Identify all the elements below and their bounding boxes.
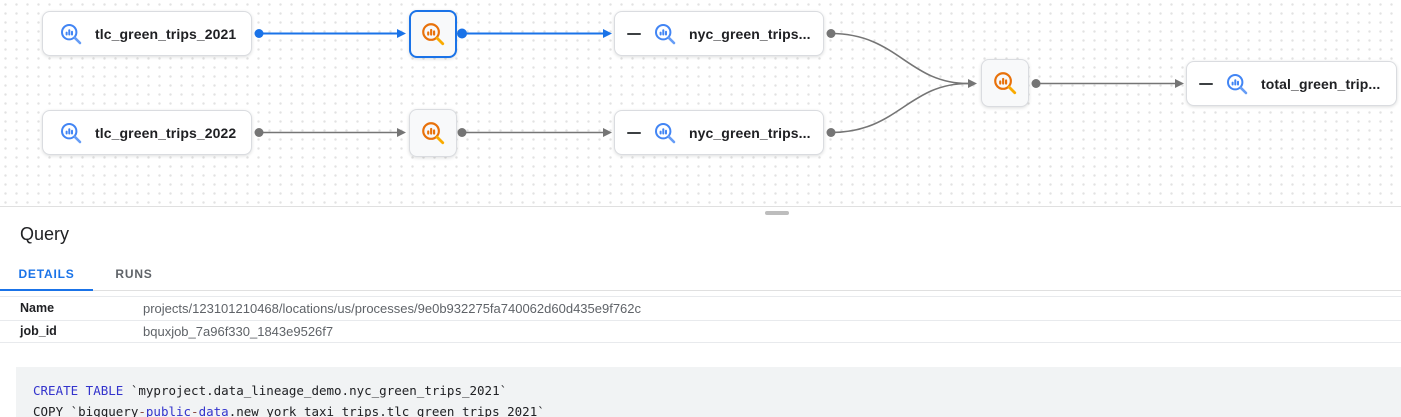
edge-tlc2021-to-process (254, 29, 406, 38)
sql-token: - (191, 404, 199, 417)
collapse-columns-button[interactable] (1199, 72, 1213, 96)
bigquery-table-icon (59, 121, 83, 145)
sql-line-2: COPY `bigquery-public-data.new_york_taxi… (33, 401, 1401, 417)
minus-icon (627, 131, 641, 134)
edge-merge-to-total (1031, 79, 1184, 88)
node-label: nyc_green_trips... (689, 124, 811, 141)
table-node-tlc-green-trips-2022[interactable]: tlc_green_trips_2022 (42, 110, 252, 155)
collapse-columns-button[interactable] (627, 22, 641, 46)
edge-nyc2022-to-merge (826, 79, 977, 137)
table-node-total-green-trips[interactable]: total_green_trip... (1186, 61, 1397, 106)
node-label: total_green_trip... (1261, 75, 1381, 92)
lineage-edges (254, 28, 1184, 137)
lineage-graph-canvas[interactable]: tlc_green_trips_2021 (0, 0, 1401, 207)
details-panel: Query DETAILS RUNS Name projects/1231012… (0, 207, 1401, 417)
bigquery-table-icon (653, 22, 677, 46)
sql-code-block: CREATE TABLE `myproject.data_lineage_dem… (16, 367, 1401, 417)
collapse-columns-button[interactable] (627, 121, 641, 145)
panel-title: Query (20, 224, 70, 244)
tab-runs[interactable]: RUNS (115, 266, 153, 281)
edge-nyc2021-to-merge (826, 29, 969, 85)
bigquery-job-icon (420, 21, 446, 47)
table-row-job-id: job_id bquxjob_7a96f330_1843e9526f7 (0, 319, 1401, 343)
table-node-nyc-green-trips-2022[interactable]: nyc_green_trips... (614, 110, 824, 155)
bigquery-table-icon (653, 121, 677, 145)
process-node-merge[interactable] (981, 59, 1029, 107)
panel-resize-handle[interactable] (765, 211, 789, 215)
node-label: tlc_green_trips_2021 (95, 25, 237, 42)
bigquery-table-icon (1225, 72, 1249, 96)
row-value: projects/123101210468/locations/us/proce… (143, 300, 642, 316)
sql-token: public (145, 404, 192, 417)
row-value: bquxjob_7a96f330_1843e9526f7 (143, 323, 334, 339)
sql-line-1: CREATE TABLE `myproject.data_lineage_dem… (33, 380, 1401, 401)
sql-token: - (138, 404, 146, 417)
edge-tlc2022-to-process (254, 128, 406, 137)
bigquery-table-icon (59, 22, 83, 46)
panel-tabs: DETAILS RUNS (0, 258, 1401, 291)
sql-token: COPY `bigquery (33, 404, 139, 417)
table-node-nyc-green-trips-2021[interactable]: nyc_green_trips... (614, 11, 824, 56)
process-node-selected[interactable] (409, 10, 457, 58)
edge-process-to-nyc2021 (457, 28, 612, 39)
bigquery-job-icon (420, 120, 446, 146)
bigquery-job-icon (992, 70, 1018, 96)
node-label: tlc_green_trips_2022 (95, 124, 237, 141)
sql-token: `myproject.data_lineage_demo.nyc_green_t… (123, 383, 508, 398)
tab-details[interactable]: DETAILS (0, 258, 93, 291)
sql-token: data (198, 404, 229, 417)
table-node-tlc-green-trips-2021[interactable]: tlc_green_trips_2021 (42, 11, 252, 56)
minus-icon (627, 32, 641, 35)
sql-token: .new_york_taxi_trips.tlc_green_trips_202… (228, 404, 545, 417)
minus-icon (1199, 82, 1213, 85)
row-key: job_id (20, 324, 57, 339)
row-key: Name (20, 301, 55, 316)
edge-process-to-nyc2022 (457, 128, 612, 137)
table-row-name: Name projects/123101210468/locations/us/… (0, 296, 1401, 320)
node-label: nyc_green_trips... (689, 25, 811, 42)
sql-token: CREATE TABLE (33, 383, 124, 398)
process-node-2022[interactable] (409, 109, 457, 157)
details-table: Name projects/123101210468/locations/us/… (0, 296, 1401, 343)
